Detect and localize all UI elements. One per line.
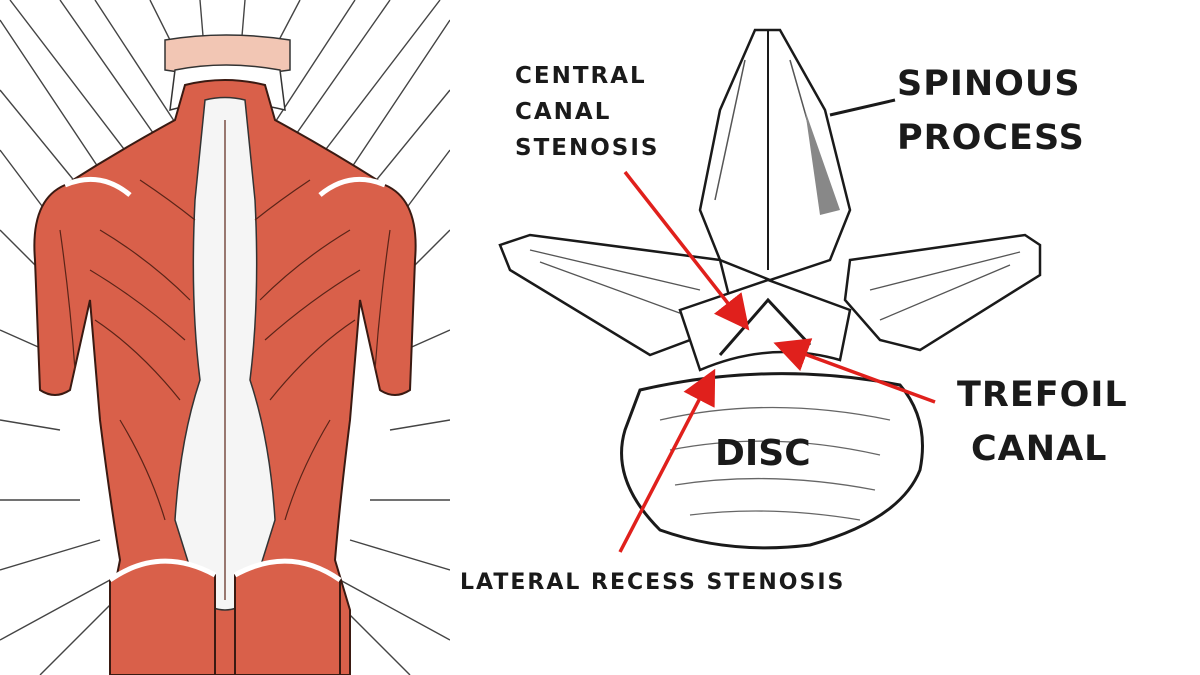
back-muscles-svg — [0, 0, 450, 675]
vertebra-diagram — [450, 0, 1200, 675]
disc-label: DISC — [715, 433, 811, 474]
right-transverse-process — [843, 233, 1042, 352]
right-gluteal — [234, 560, 341, 675]
spinous-label-line-1: SPINOUS — [897, 64, 1081, 104]
lateral-recess-stenosis-label: LATERAL RECESS STENOSIS — [460, 570, 846, 595]
central-canal-arrow — [623, 170, 750, 331]
left-shoulder-highlight — [64, 176, 132, 197]
lateral-recess-arrow — [618, 368, 716, 553]
trefoil-label-line-2: CANAL — [971, 429, 1108, 469]
right-shoulder-highlight — [318, 176, 386, 197]
muscle-fibers — [59, 120, 391, 600]
disc-rings — [659, 406, 891, 521]
central-label-line-2: CANAL — [515, 99, 612, 125]
vertebra-svg — [498, 28, 1042, 553]
trefoil-canal-label: TREFOIL CANAL — [957, 368, 1128, 476]
trefoil-canal-outline — [718, 297, 812, 356]
central-canal-stenosis-label: CENTRAL CANAL STENOSIS — [515, 58, 659, 166]
spinous-label-line-2: PROCESS — [897, 118, 1085, 158]
spinous-shading-2 — [714, 59, 746, 201]
spinous-leader-line — [829, 98, 896, 117]
left-hip-highlight — [108, 558, 217, 583]
left-gluteal — [109, 560, 216, 675]
central-label-line-3: STENOSIS — [515, 135, 660, 161]
disc-shape — [620, 372, 924, 550]
trefoil-label-line-1: TREFOIL — [957, 375, 1128, 415]
right-hip-highlight — [233, 558, 342, 583]
central-label-line-1: CENTRAL — [515, 63, 647, 89]
spinous-process-label: SPINOUS PROCESS — [897, 57, 1085, 165]
spinous-shadow — [805, 110, 840, 215]
trefoil-canal-arrow — [773, 338, 936, 404]
spinous-process-shape — [698, 28, 852, 282]
process-shading — [529, 249, 1021, 321]
back-muscles-illustration — [0, 0, 450, 675]
